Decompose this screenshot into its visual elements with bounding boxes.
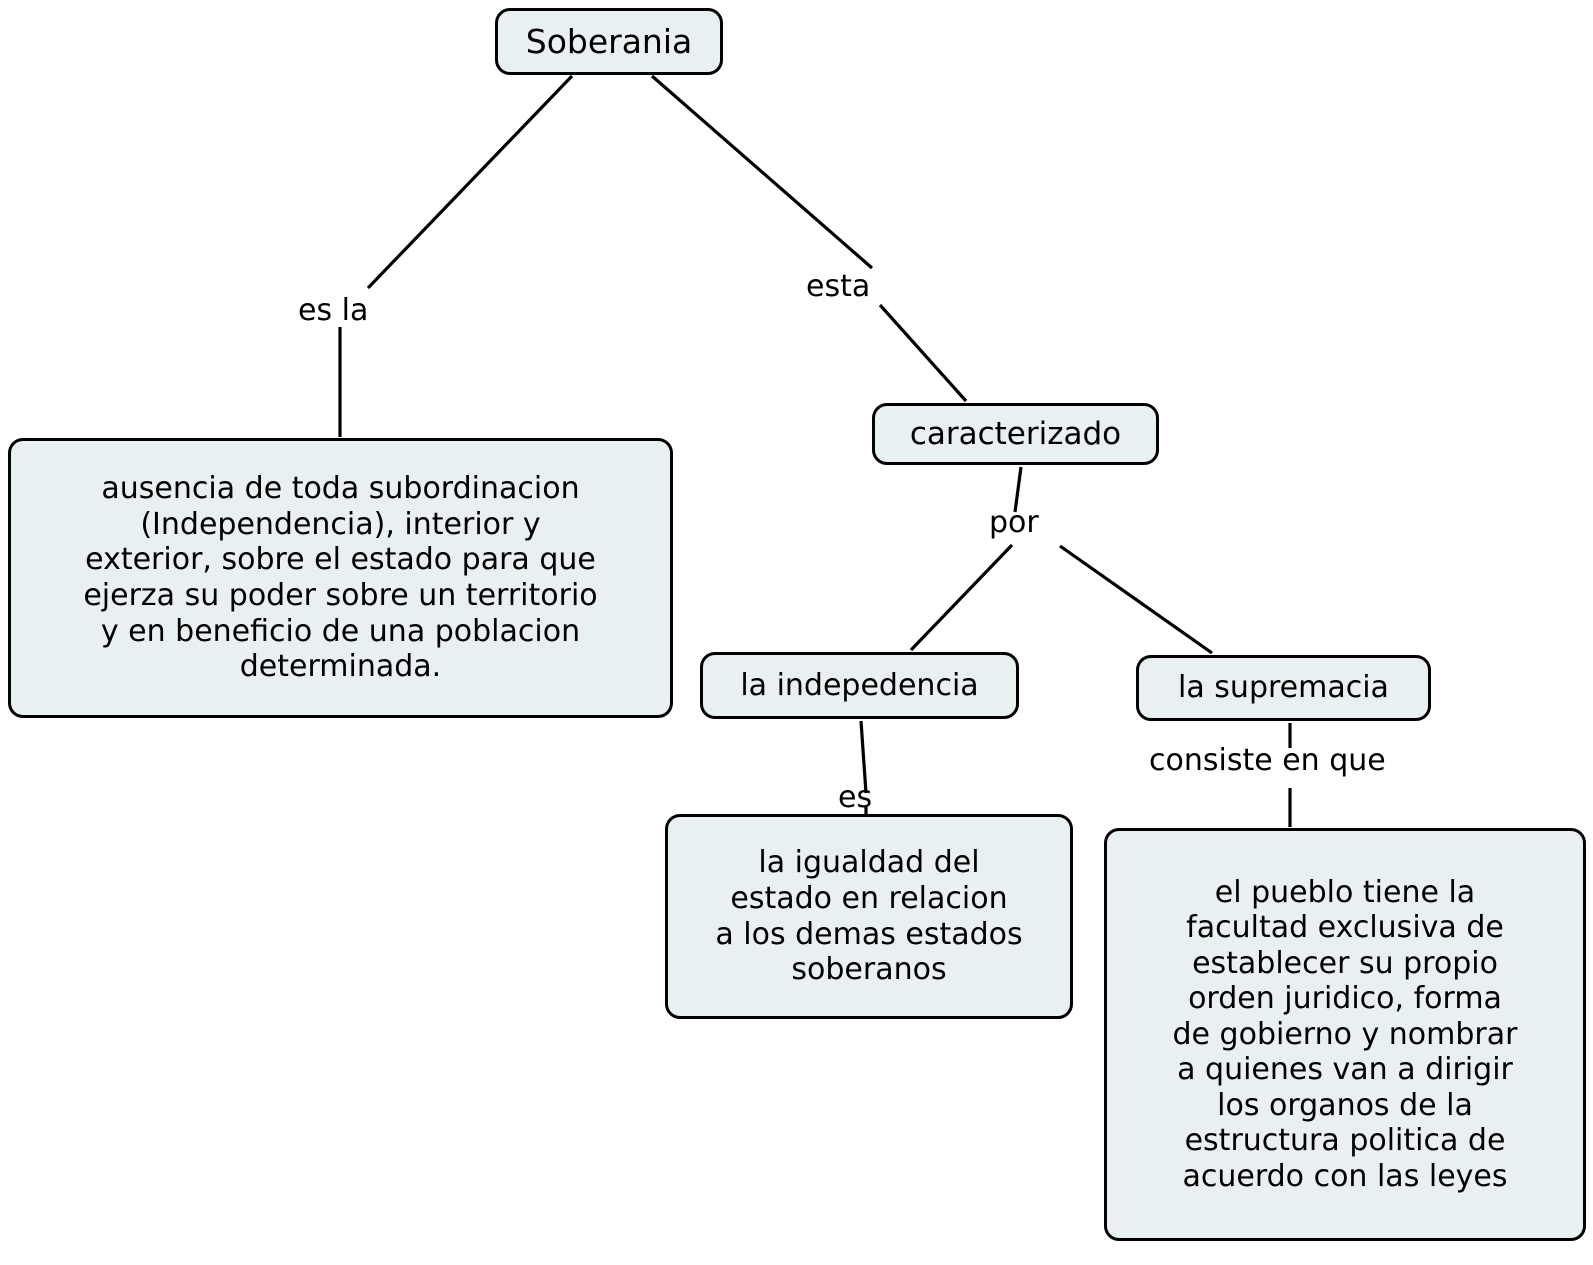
node-caracterizado-label: caracterizado — [909, 415, 1122, 452]
edge-esta-caracterizado — [878, 303, 968, 403]
edge-por-independencia — [909, 543, 1014, 652]
edge-soberania-esta — [650, 74, 874, 270]
node-supremacia-label: la supremacia — [1178, 670, 1389, 706]
edge-label-es: es — [838, 780, 873, 815]
edge-label-es-la: es la — [298, 293, 369, 328]
node-pueblo-label: el pueblo tiene la facultad exclusiva de… — [1172, 874, 1518, 1194]
node-soberania-label: Soberania — [525, 21, 693, 61]
node-ausencia-label: ausencia de toda subordinacion (Independ… — [83, 471, 598, 685]
edge-label-esta: esta — [806, 269, 871, 304]
edge-label-consiste-en-que: consiste en que — [1149, 743, 1386, 778]
node-el-pueblo-tiene-la-facultad[interactable]: el pueblo tiene la facultad exclusiva de… — [1104, 828, 1586, 1241]
node-igualdad-label: la igualdad del estado en relacion a los… — [715, 845, 1023, 988]
node-la-indepedencia[interactable]: la indepedencia — [700, 652, 1019, 719]
node-caracterizado[interactable]: caracterizado — [872, 403, 1159, 465]
edge-por-supremacia — [1059, 544, 1213, 655]
node-soberania[interactable]: Soberania — [495, 8, 723, 75]
node-la-supremacia[interactable]: la supremacia — [1136, 655, 1431, 721]
node-ausencia-de-toda-subordinacion[interactable]: ausencia de toda subordinacion (Independ… — [8, 438, 673, 718]
node-la-igualdad-del-estado[interactable]: la igualdad del estado en relacion a los… — [665, 814, 1073, 1019]
node-independencia-label: la indepedencia — [740, 667, 979, 703]
edge-label-por: por — [989, 505, 1039, 540]
edge-soberania-es-la — [366, 74, 574, 290]
